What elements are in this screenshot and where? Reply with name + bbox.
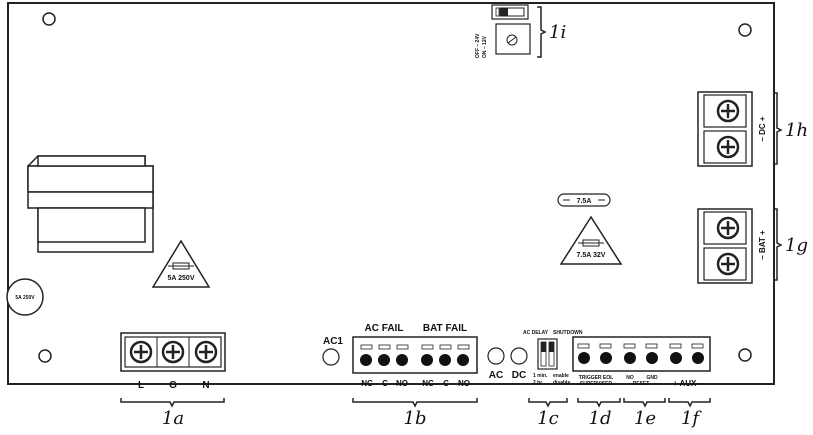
shutdown-label: SHUTDOWN xyxy=(553,330,583,336)
callout-1g: 1g xyxy=(785,235,808,256)
voltage-switch-off-label: OFF – 24V xyxy=(475,33,481,58)
dip-2hr-label: 2 hr. xyxy=(533,380,544,386)
voltage-switch-on-label: ON – 12V xyxy=(482,35,488,58)
reset-gnd-label: GND xyxy=(646,375,658,381)
trigger-eol-label: TRIGGER EOL xyxy=(579,375,613,381)
callout-1i-bracket xyxy=(537,6,547,58)
ac-terminal-n: N xyxy=(202,380,209,391)
ac-fail-c: C xyxy=(382,379,388,388)
callout-1f-bracket xyxy=(668,398,711,408)
callout-1b: 1b xyxy=(404,408,427,429)
ac-fail-no: NO xyxy=(396,379,408,388)
reset-label: RESET xyxy=(633,381,650,387)
callout-1d-bracket xyxy=(577,398,621,408)
callout-1h: 1h xyxy=(785,120,808,141)
main-fuse-rating: 5A 250V xyxy=(168,275,195,282)
callout-1h-bracket xyxy=(773,92,783,165)
ac-fail-nc: NC xyxy=(361,379,373,388)
ac1-label: AC1 xyxy=(323,336,343,347)
dc-output-terminal-block: – DC + xyxy=(697,91,767,167)
battery-fuse-blade: 7.5A xyxy=(557,193,611,207)
battery-terminal-block: – BAT + xyxy=(697,208,767,284)
ac-input-terminal-block: L G N xyxy=(120,332,226,391)
ac-terminal-g: G xyxy=(169,380,177,391)
callout-1d: 1d xyxy=(589,408,612,429)
round-fuse-rating: 5A 250V xyxy=(15,295,35,301)
round-fuse: 5A 250V xyxy=(6,278,44,316)
battery-fuse-rating: 7.5A 32V xyxy=(577,252,606,259)
aux-label: + AUX – xyxy=(673,379,704,388)
dc-output-label: – DC + xyxy=(758,116,767,141)
mounting-hole-top-left xyxy=(42,12,56,26)
callout-1c: 1c xyxy=(537,408,559,429)
main-fuse-holder xyxy=(27,155,154,253)
callout-1e: 1e xyxy=(634,408,656,429)
callout-1e-bracket xyxy=(623,398,666,408)
mounting-hole-bottom-right xyxy=(738,348,752,362)
dip-1min-label: 1 min. xyxy=(533,373,548,379)
callout-1b-bracket xyxy=(352,398,478,408)
trigger-supervised-label: SUPERVISED xyxy=(580,381,613,387)
ac-terminal-l: L xyxy=(138,380,144,391)
bat-fail-no: NO xyxy=(458,379,470,388)
battery-fuse-value: 7.5A xyxy=(577,198,592,205)
bat-fail-nc: NC xyxy=(422,379,434,388)
bat-fail-label: BAT FAIL xyxy=(423,323,467,334)
dip-disable-label: disable xyxy=(553,380,570,386)
ac-led xyxy=(487,347,505,365)
mounting-hole-top-right xyxy=(738,23,752,37)
callout-1a: 1a xyxy=(162,408,184,429)
reset-no-label: NO xyxy=(626,375,634,381)
bat-fail-c: C xyxy=(443,379,449,388)
ac-led-label: AC xyxy=(489,370,503,381)
fuse-warning-triangle-battery: 7.5A 32V xyxy=(559,215,623,265)
callout-1a-bracket xyxy=(120,398,225,408)
battery-label: – BAT + xyxy=(758,230,767,260)
dc-led xyxy=(510,347,528,365)
mounting-hole-bottom-left xyxy=(38,349,52,363)
callout-1f: 1f xyxy=(681,408,702,429)
fail-relay-terminal-block xyxy=(352,336,478,374)
callout-1i: 1i xyxy=(549,22,566,43)
ac-delay-label: AC DELAY xyxy=(523,330,549,336)
dip-switch xyxy=(537,338,558,370)
callout-1c-bracket xyxy=(528,398,568,408)
ac1-led xyxy=(322,348,340,366)
fuse-warning-triangle-main: 5A 250V xyxy=(151,239,211,288)
ac-fail-label: AC FAIL xyxy=(365,323,404,334)
voltage-select-switch: OFF – 24V ON – 12V xyxy=(475,4,531,58)
dip-enable-label: enable xyxy=(553,373,569,379)
trigger-reset-aux-terminal-block xyxy=(572,336,711,372)
dc-led-label: DC xyxy=(512,370,526,381)
callout-1g-bracket xyxy=(773,208,783,281)
